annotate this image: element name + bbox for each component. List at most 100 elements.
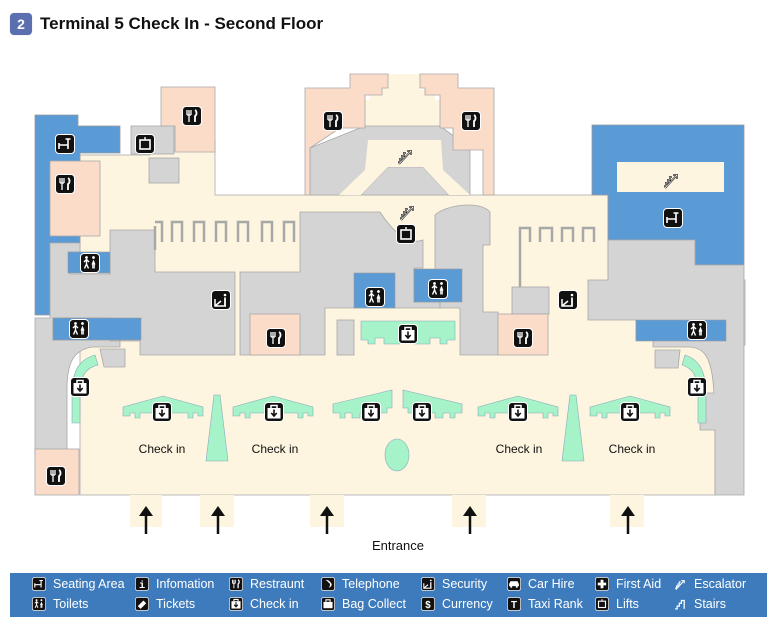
entrance-arrow-icon (211, 506, 225, 534)
legend-item-check-in: Check in (229, 597, 299, 611)
legend-label: Tickets (156, 597, 196, 611)
service-block-small (511, 286, 550, 315)
restaurant-top-center-right (419, 73, 495, 196)
check-in-icon[interactable] (620, 402, 640, 422)
telephone-icon (321, 577, 335, 591)
stairs-icon (673, 597, 687, 611)
legend-label: First Aid (616, 577, 662, 591)
restaurant-top-center-left (304, 73, 389, 196)
legend-label: Stairs (694, 597, 726, 611)
legend-item-restaurant: Restraunt (229, 577, 304, 591)
legend-label: Currency (442, 597, 493, 611)
toilets-icon (32, 597, 46, 611)
floor-number-badge: 2 (10, 13, 32, 35)
service-block-small (99, 348, 126, 368)
legend-label: Telephone (342, 577, 400, 591)
legend-item-escalator: Escalator (673, 577, 746, 591)
check-in-icon[interactable] (361, 402, 381, 422)
legend-label: Seating Area (53, 577, 125, 591)
legend-label: Security (442, 577, 488, 591)
check-in-icon[interactable] (508, 402, 528, 422)
restaurant-icon[interactable] (55, 174, 75, 194)
service-block-small (654, 349, 681, 369)
restaurant-icon[interactable] (182, 106, 202, 126)
legend-label: Bag Collect (342, 597, 406, 611)
seating-area-icon[interactable] (55, 134, 75, 154)
service-block-small (336, 319, 355, 356)
check-in-icon[interactable] (152, 402, 172, 422)
svg-text:i: i (139, 580, 145, 591)
car-hire-icon (507, 577, 521, 591)
toilets-icon[interactable] (365, 287, 385, 307)
check-in-icon (229, 597, 243, 611)
restaurant-icon[interactable] (46, 466, 66, 486)
bag-collect-icon (321, 597, 335, 611)
legend-item-telephone: Telephone (321, 577, 400, 591)
information-icon: i (135, 577, 149, 591)
security-icon[interactable] (211, 290, 231, 310)
restaurant-icon (229, 577, 243, 591)
divider-pillar (205, 394, 229, 462)
legend-item-tickets: Tickets (135, 597, 195, 611)
entrance-arrow-icon (621, 506, 635, 534)
check-in-icon[interactable] (70, 377, 90, 397)
toilets-icon[interactable] (69, 319, 89, 339)
seating-area-icon[interactable] (663, 208, 683, 228)
check-in-desk-curved-right (681, 354, 707, 424)
check-in-icon[interactable] (412, 402, 432, 422)
check-in-icon[interactable] (398, 324, 418, 344)
central-feature (384, 438, 410, 472)
toilet-block (52, 317, 142, 341)
restaurant-icon[interactable] (323, 111, 343, 131)
legend-label: Restraunt (250, 577, 305, 591)
queue-barriers (153, 220, 596, 287)
legend-item-car-hire: Car Hire (507, 577, 575, 591)
legend-item-bag-collect: Bag Collect (321, 597, 406, 611)
escalator-icon (673, 577, 687, 591)
entrance-label: Entrance (372, 538, 424, 553)
legend-item-seating-area: Seating Area (32, 577, 125, 591)
escalator-walkway (339, 140, 470, 195)
restaurant-icon[interactable] (461, 111, 481, 131)
security-icon (421, 577, 435, 591)
legend-item-currency: $ Currency (421, 597, 493, 611)
lift-icon[interactable] (135, 134, 155, 154)
toilets-icon[interactable] (687, 320, 707, 340)
lift-icon[interactable] (396, 224, 416, 244)
legend-item-information: i Infomation (135, 577, 214, 591)
legend-label: Check in (250, 597, 299, 611)
currency-icon: $ (421, 597, 435, 611)
map-legend: Seating Area Toilets i Infomation Ticket… (10, 573, 767, 617)
check-in-icon[interactable] (264, 402, 284, 422)
first-aid-icon (595, 577, 609, 591)
check-in-label: Check in (609, 442, 656, 456)
taxi-rank-icon: T (507, 597, 521, 611)
service-block-center-right (434, 204, 499, 356)
seating-area-icon (32, 577, 46, 591)
check-in-icon[interactable] (687, 377, 707, 397)
toilets-icon[interactable] (80, 253, 100, 273)
security-icon[interactable] (558, 290, 578, 310)
check-in-label: Check in (252, 442, 299, 456)
legend-item-first-aid: First Aid (595, 577, 661, 591)
toilets-icon[interactable] (428, 279, 448, 299)
legend-label: Toilets (53, 597, 89, 611)
svg-text:$: $ (425, 600, 431, 611)
restaurant-left (49, 160, 101, 237)
legend-item-lifts: Lifts (595, 597, 639, 611)
restaurant-icon[interactable] (513, 328, 533, 348)
check-in-label: Check in (496, 442, 543, 456)
restaurant-icon[interactable] (266, 328, 286, 348)
service-block-small (148, 157, 180, 184)
floor-plan-map: Check in Check in Check in Check in Entr… (34, 73, 746, 553)
legend-label: Escalator (694, 577, 747, 591)
entrance-arrow-icon (463, 506, 477, 534)
legend-label: Taxi Rank (528, 597, 583, 611)
map-header: 2 Terminal 5 Check In - Second Floor (10, 12, 323, 36)
legend-label: Infomation (156, 577, 215, 591)
legend-item-toilets: Toilets (32, 597, 88, 611)
lifts-icon (595, 597, 609, 611)
page-title: Terminal 5 Check In - Second Floor (40, 14, 324, 33)
legend-item-taxi-rank: T Taxi Rank (507, 597, 583, 611)
toilet-block (635, 319, 727, 342)
